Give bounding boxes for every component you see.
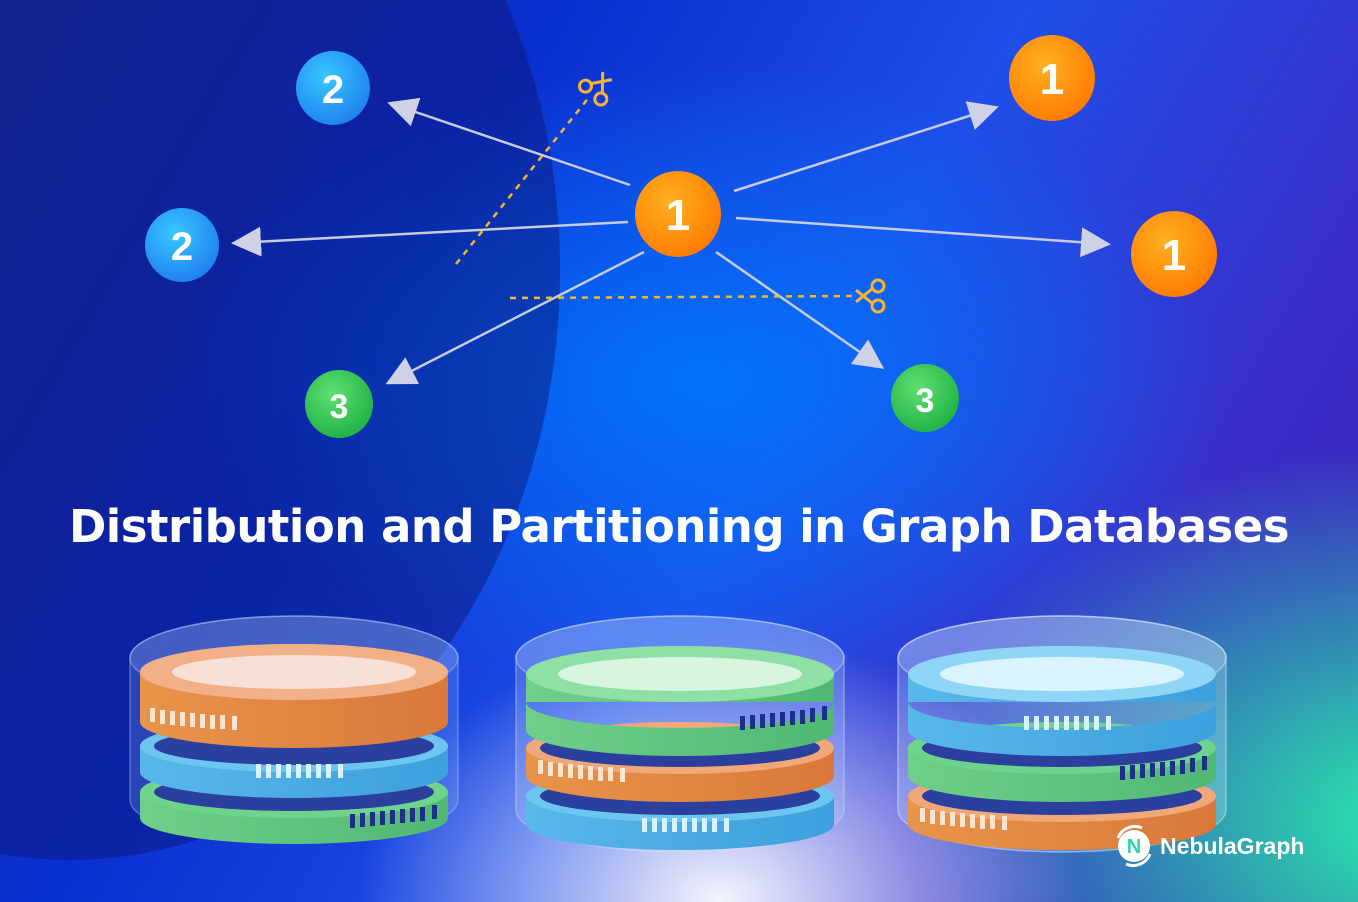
cut-lines [455, 95, 853, 300]
nebulagraph-logo-icon: N [1116, 825, 1152, 867]
database-icon [129, 615, 459, 844]
node-top-right-label: 1 [1040, 55, 1064, 104]
node-mid-right-label: 1 [1162, 231, 1186, 280]
edge-to-bottom-left [385, 250, 645, 385]
node-mid-left-label: 2 [171, 225, 193, 269]
edge-to-mid-left [231, 220, 629, 257]
database-icon [515, 615, 845, 853]
node-bottom-right-label: 3 [916, 382, 935, 420]
edge-to-bottom-right [715, 250, 885, 369]
brand-logo: N NebulaGraph [1112, 822, 1332, 870]
node-bottom-left-label: 3 [330, 388, 349, 426]
node-mid-left: 2 [145, 208, 219, 282]
edges [231, 97, 1111, 385]
node-top-right: 1 [1009, 35, 1095, 121]
brand-name: NebulaGraph [1160, 832, 1305, 859]
node-center: 1 [635, 171, 721, 257]
node-bottom-right: 3 [891, 364, 959, 432]
node-center-label: 1 [666, 191, 690, 240]
node-top-left: 2 [296, 51, 370, 125]
node-top-left-label: 2 [322, 68, 344, 112]
page-title: Distribution and Partitioning in Graph D… [68, 500, 1290, 553]
node-bottom-left: 3 [305, 370, 373, 438]
edge-to-top-left [387, 97, 631, 187]
cut-line-horizontal [509, 294, 853, 300]
scissors-icon [855, 278, 886, 314]
scissors-icon [577, 71, 613, 107]
node-mid-right: 1 [1131, 211, 1217, 297]
cut-line-diagonal [455, 95, 591, 265]
database-icon [897, 615, 1227, 853]
edge-to-top-right [733, 101, 999, 193]
svg-text:N: N [1127, 836, 1141, 858]
edge-to-mid-right [735, 216, 1111, 258]
